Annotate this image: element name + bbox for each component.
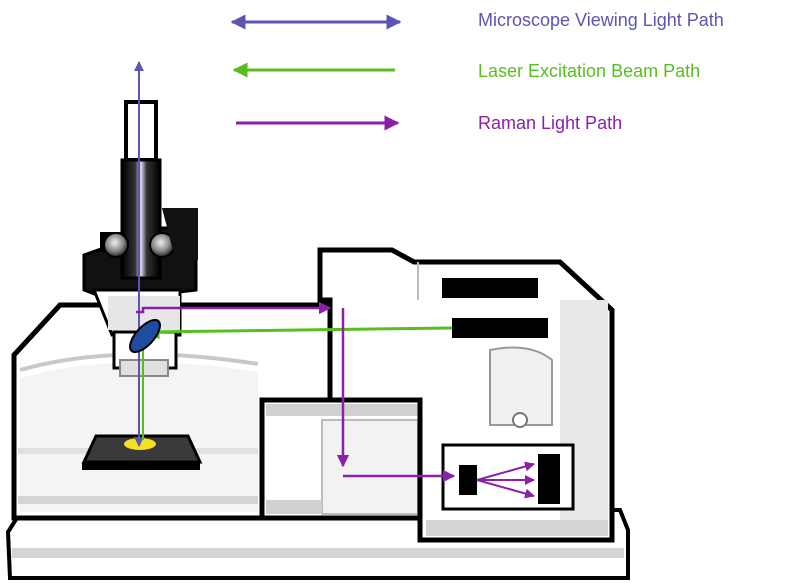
legend-label-raman: Raman Light Path — [478, 113, 623, 133]
legend-label-laser: Laser Excitation Beam Path — [478, 61, 701, 81]
laser-beam-path — [144, 324, 453, 340]
laser-source-slot — [442, 278, 538, 298]
dispersed-raman-rays — [476, 461, 535, 499]
microscope-eyepiece — [124, 100, 158, 162]
laser-source-slot-lower — [452, 318, 548, 338]
legend-label-microscope: Microscope Viewing Light Path — [478, 10, 724, 30]
beam-splitter-mirror — [129, 318, 161, 354]
focus-knob-icon — [103, 232, 129, 258]
raman-light-path — [136, 301, 332, 315]
grating — [459, 465, 477, 495]
instrument-body — [5, 100, 630, 580]
detector — [538, 454, 560, 504]
